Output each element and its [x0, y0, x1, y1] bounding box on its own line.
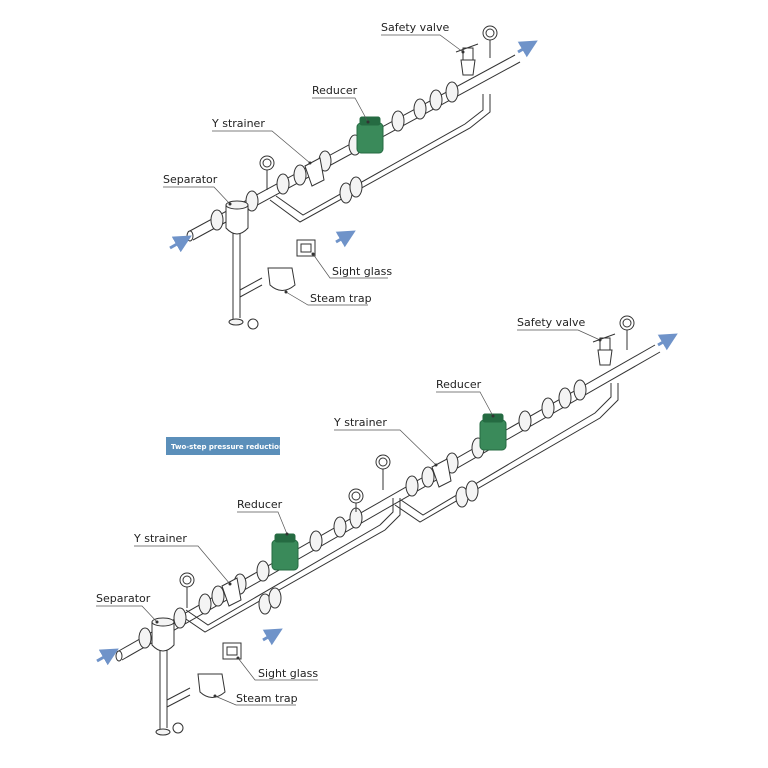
safety-valve-bottom [592, 333, 616, 366]
safety-valve-top [455, 43, 479, 76]
flow-arrow-icon [262, 628, 283, 646]
label-separator: Separator [163, 173, 218, 186]
label-sight-glass: Sight glass [332, 265, 392, 278]
drain-valve-top [228, 318, 259, 330]
flow-arrow-icon [657, 333, 678, 351]
two-step-badge: Two-step pressure reduction [166, 437, 284, 455]
label-safety-valve: Safety valve [517, 316, 585, 329]
sight-glass-bottom [222, 642, 242, 660]
reducer-bottom-1 [271, 533, 299, 571]
drain-leg-bottom [159, 648, 191, 735]
pressure-gauge-icon [482, 25, 498, 58]
label-steam-trap: Steam trap [236, 692, 298, 705]
label-reducer: Reducer [312, 84, 358, 97]
label-y-strainer: Y strainer [133, 532, 187, 545]
flow-arrow-icon [169, 235, 192, 253]
label-safety-valve: Safety valve [381, 21, 449, 34]
badge-text: Two-step pressure reduction [171, 443, 284, 451]
label-separator: Separator [96, 592, 151, 605]
steam-trap-top [267, 267, 296, 291]
pressure-gauge-icon [348, 488, 364, 512]
label-reducer: Reducer [436, 378, 482, 391]
drain-valve-bottom [155, 722, 184, 736]
bypass-pipe-top [269, 94, 491, 223]
label-y-strainer: Y strainer [333, 416, 387, 429]
bypass-pipe-bottom-2 [394, 383, 619, 523]
y-strainer-top [304, 157, 325, 187]
separator-bottom [151, 617, 175, 652]
sight-glass-top [296, 239, 316, 257]
y-strainer-bottom-1 [221, 577, 242, 607]
diagram-top: Safety valve Reducer Y strainer Separato… [163, 21, 538, 330]
label-y-strainer: Y strainer [211, 117, 265, 130]
reducer-top [356, 116, 384, 154]
pressure-gauge-icon [619, 315, 635, 350]
label-sight-glass: Sight glass [258, 667, 318, 680]
diagram-bottom: Two-step pressure reduction [96, 315, 678, 736]
steam-trap-bottom [197, 673, 226, 698]
pressure-gauge-icon [375, 454, 391, 490]
label-reducer: Reducer [237, 498, 283, 511]
pressure-gauge-icon [179, 572, 195, 608]
reducer-bottom-2 [479, 413, 507, 451]
flow-arrow-icon [517, 40, 538, 58]
drain-leg-top [232, 230, 263, 325]
label-steam-trap: Steam trap [310, 292, 372, 305]
pressure-gauge-icon [259, 155, 275, 190]
bypass-pipe-bottom-1 [179, 498, 401, 633]
flanges-top [210, 81, 459, 231]
flow-arrow-icon [335, 230, 356, 248]
flow-arrow-icon [96, 648, 119, 666]
flanges-bottom [138, 379, 587, 649]
separator-top [225, 200, 249, 235]
y-strainer-bottom-2 [431, 458, 452, 488]
